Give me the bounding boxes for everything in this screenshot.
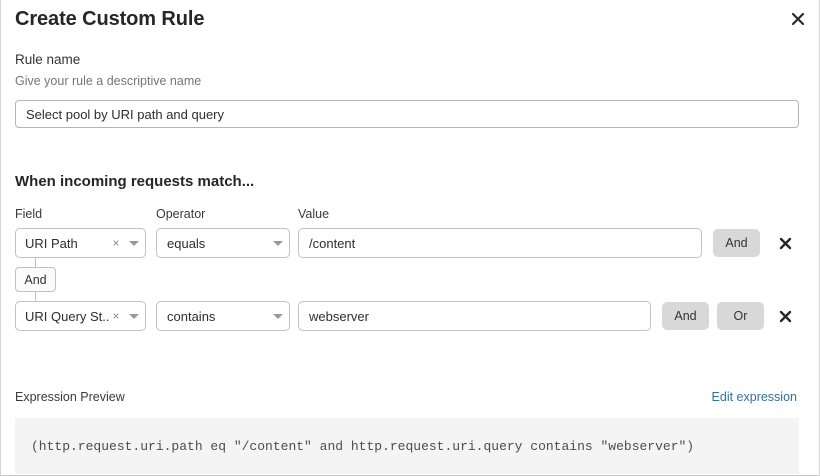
value-input[interactable] bbox=[298, 301, 651, 331]
rule-name-helper-text: Give your rule a descriptive name bbox=[15, 74, 202, 88]
remove-condition-icon[interactable] bbox=[774, 305, 796, 327]
operator-select[interactable]: equals bbox=[156, 228, 290, 258]
connector-line bbox=[35, 292, 36, 301]
expression-preview-text: (http.request.uri.path eq "/content" and… bbox=[31, 438, 695, 454]
connector-and-chip[interactable]: And bbox=[15, 267, 56, 292]
column-header-field: Field bbox=[15, 207, 43, 221]
condition-row: URI Query St... × contains And Or bbox=[1, 301, 819, 331]
connector-line bbox=[35, 258, 36, 267]
field-select-value: URI Path bbox=[25, 235, 78, 251]
value-input[interactable] bbox=[298, 228, 702, 258]
column-header-operator: Operator bbox=[156, 207, 206, 221]
field-select-value: URI Query St... bbox=[25, 308, 109, 324]
chevron-down-icon[interactable] bbox=[267, 313, 289, 319]
page-title: Create Custom Rule bbox=[15, 8, 205, 30]
field-select[interactable]: URI Path × bbox=[15, 228, 146, 258]
or-button[interactable]: Or bbox=[717, 302, 764, 330]
chevron-down-icon[interactable] bbox=[267, 240, 289, 246]
operator-select-value: contains bbox=[167, 308, 216, 324]
expression-preview-box: (http.request.uri.path eq "/content" and… bbox=[15, 418, 799, 474]
close-icon[interactable] bbox=[787, 8, 809, 30]
clear-field-icon[interactable]: × bbox=[112, 309, 120, 323]
field-select[interactable]: URI Query St... × bbox=[15, 301, 146, 331]
edit-expression-link[interactable]: Edit expression bbox=[711, 390, 797, 404]
operator-select[interactable]: contains bbox=[156, 301, 290, 331]
remove-condition-icon[interactable] bbox=[774, 232, 796, 254]
clear-field-icon[interactable]: × bbox=[112, 236, 120, 250]
and-button[interactable]: And bbox=[662, 302, 709, 330]
chevron-down-icon[interactable] bbox=[123, 313, 145, 319]
operator-select-value: equals bbox=[167, 235, 206, 251]
column-header-value: Value bbox=[298, 207, 330, 221]
rule-name-label: Rule name bbox=[15, 52, 81, 67]
conditions-heading: When incoming requests match... bbox=[15, 173, 255, 190]
expression-preview-label: Expression Preview bbox=[15, 390, 125, 404]
and-button[interactable]: And bbox=[713, 229, 760, 257]
rule-name-input[interactable] bbox=[15, 100, 799, 128]
condition-row: URI Path × equals And bbox=[1, 228, 819, 258]
chevron-down-icon[interactable] bbox=[123, 240, 145, 246]
